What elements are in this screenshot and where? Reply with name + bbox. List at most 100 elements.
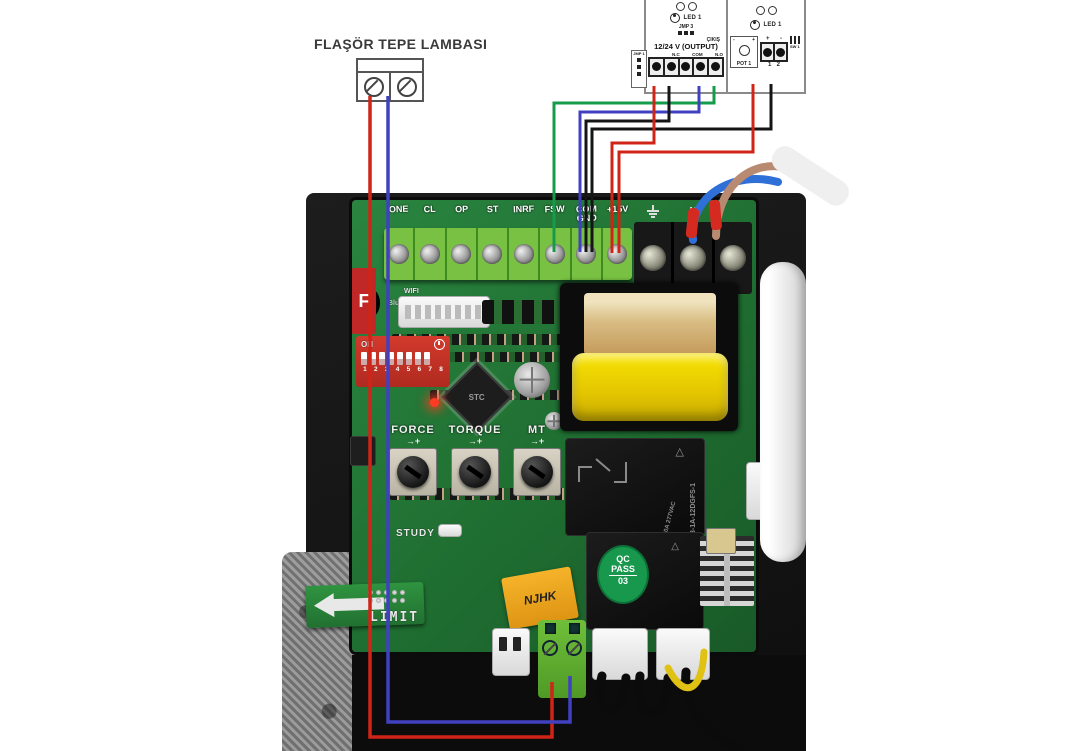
terminal-screw bbox=[607, 244, 628, 264]
motor-connector bbox=[592, 628, 648, 680]
led-label: LED 1 bbox=[763, 22, 782, 28]
relay-logo-triangle: △ bbox=[671, 541, 679, 552]
gconn-slot bbox=[544, 623, 556, 634]
flasher-terminal-2 bbox=[391, 73, 422, 100]
trimmer-knob bbox=[521, 456, 553, 488]
dip-number: 4 bbox=[395, 366, 400, 373]
qc-line3: 03 bbox=[617, 575, 628, 586]
qc-line1: QC bbox=[616, 554, 630, 564]
mains-screw bbox=[720, 245, 747, 271]
terminal-cell: ONE bbox=[384, 204, 416, 280]
limit-silk-label: LIMIT bbox=[370, 610, 420, 625]
limit-pin-header bbox=[368, 590, 405, 603]
output-terminal bbox=[650, 58, 665, 75]
neutral-label: N bbox=[689, 206, 697, 217]
gconn-cell bbox=[538, 620, 562, 634]
pot-minus: - bbox=[733, 37, 735, 43]
terminal-signs: +- bbox=[760, 36, 788, 42]
trimmer-label: FORCE bbox=[391, 424, 435, 436]
diode-row bbox=[482, 300, 560, 324]
side-jumper-label: JMP 1 bbox=[633, 51, 645, 56]
side-jumper: JMP 1 bbox=[631, 50, 647, 88]
relay-schematic-icon bbox=[578, 458, 627, 483]
switch-label: SW 1 bbox=[790, 44, 800, 49]
bottom-connector-small bbox=[492, 628, 530, 676]
sw-icon bbox=[790, 36, 800, 44]
output-title: 12/24 V (OUTPUT) bbox=[654, 42, 718, 51]
terminal-label: +15V bbox=[606, 203, 629, 215]
flasher-terminal-top bbox=[358, 60, 422, 73]
relay-yellow-label: NJHK bbox=[522, 588, 558, 608]
gconn-slot bbox=[568, 623, 580, 634]
receiver-terminal bbox=[775, 44, 786, 60]
jumper-pins bbox=[646, 31, 726, 35]
transformer-core bbox=[584, 293, 716, 355]
flasher-terminal-symbol bbox=[356, 58, 424, 102]
gconn-cell bbox=[562, 620, 586, 634]
flasher-terminal-1 bbox=[358, 73, 391, 100]
terminal-cell: +15V bbox=[603, 204, 632, 280]
aux-connector bbox=[656, 628, 710, 680]
terminal-number: 2 bbox=[776, 62, 780, 68]
flasher-output-connector bbox=[538, 620, 586, 698]
contact-label: N.C bbox=[672, 51, 680, 57]
led-icon bbox=[670, 13, 681, 23]
trimmer-unit: TORQUE →+ bbox=[448, 424, 502, 496]
pot-knob-icon bbox=[738, 45, 750, 56]
electrolytic-capacitor bbox=[514, 362, 550, 398]
trimmer-arrow: →+ bbox=[405, 436, 421, 446]
contact-label: COM bbox=[692, 51, 703, 57]
pot-label: POT 1 bbox=[736, 61, 752, 67]
trimmer-label: MT bbox=[528, 424, 546, 436]
gconn-screw bbox=[542, 640, 558, 656]
jumper-label: JMP 3 bbox=[678, 24, 694, 30]
trimmer-unit: FORCE →+ bbox=[386, 424, 440, 496]
contact-label: N.O bbox=[714, 51, 723, 57]
trimmer-base bbox=[389, 448, 437, 496]
terminal-cell: COM GND bbox=[572, 204, 603, 280]
study-jumper bbox=[438, 524, 462, 537]
trimmer-knob bbox=[459, 456, 491, 488]
pot-box: - + POT 1 bbox=[730, 36, 758, 68]
module-screws-icon bbox=[728, 6, 804, 15]
terminal-cell: FSW bbox=[540, 204, 572, 280]
gconn-screw bbox=[566, 640, 582, 656]
mains-screw bbox=[679, 245, 706, 271]
mcu-label: STC bbox=[469, 392, 485, 402]
qc-pass-sticker: QC PASS 03 bbox=[597, 545, 649, 604]
tact-switch bbox=[350, 436, 376, 466]
terminal-cell: CL bbox=[415, 204, 447, 280]
terminal-number: 1 bbox=[768, 62, 772, 68]
timer-clock-icon bbox=[434, 339, 445, 350]
contact-labels: N.C COM N.O bbox=[672, 52, 723, 57]
terminal-screw bbox=[544, 244, 565, 264]
wifi-silk-label: WIFI bbox=[404, 288, 419, 295]
output-terminal bbox=[694, 58, 710, 75]
flasher-label: FLAŞÖR TEPE LAMBASI bbox=[314, 36, 488, 52]
terminal-sign: + bbox=[766, 36, 770, 42]
earth-icon bbox=[646, 205, 659, 218]
side-jumper-pins bbox=[632, 58, 646, 76]
terminal-cell: ST bbox=[478, 204, 509, 280]
brand-silkscreen: F bbox=[352, 268, 376, 334]
terminal-screw bbox=[482, 244, 503, 264]
trimmer-arrow: →+ bbox=[529, 436, 545, 446]
connector-slot bbox=[513, 637, 521, 651]
dip-number: 8 bbox=[439, 366, 443, 373]
relay-rating-text: 40A 277VAC bbox=[663, 501, 678, 537]
output-terminal bbox=[709, 59, 722, 75]
output-terminal bbox=[665, 58, 680, 75]
trimmer-unit: MT →+ bbox=[510, 424, 564, 496]
dip-number: 6 bbox=[417, 366, 422, 373]
terminal-screw bbox=[419, 244, 440, 264]
trimmer-group: FORCE →+ TORQUE →+ MT →+ bbox=[386, 424, 564, 496]
dip-number: 1 bbox=[363, 366, 367, 373]
qc-line2: PASS bbox=[609, 564, 637, 576]
dip-number: 7 bbox=[428, 366, 432, 373]
dip-number: 2 bbox=[374, 366, 378, 373]
output-terminal bbox=[680, 58, 695, 75]
